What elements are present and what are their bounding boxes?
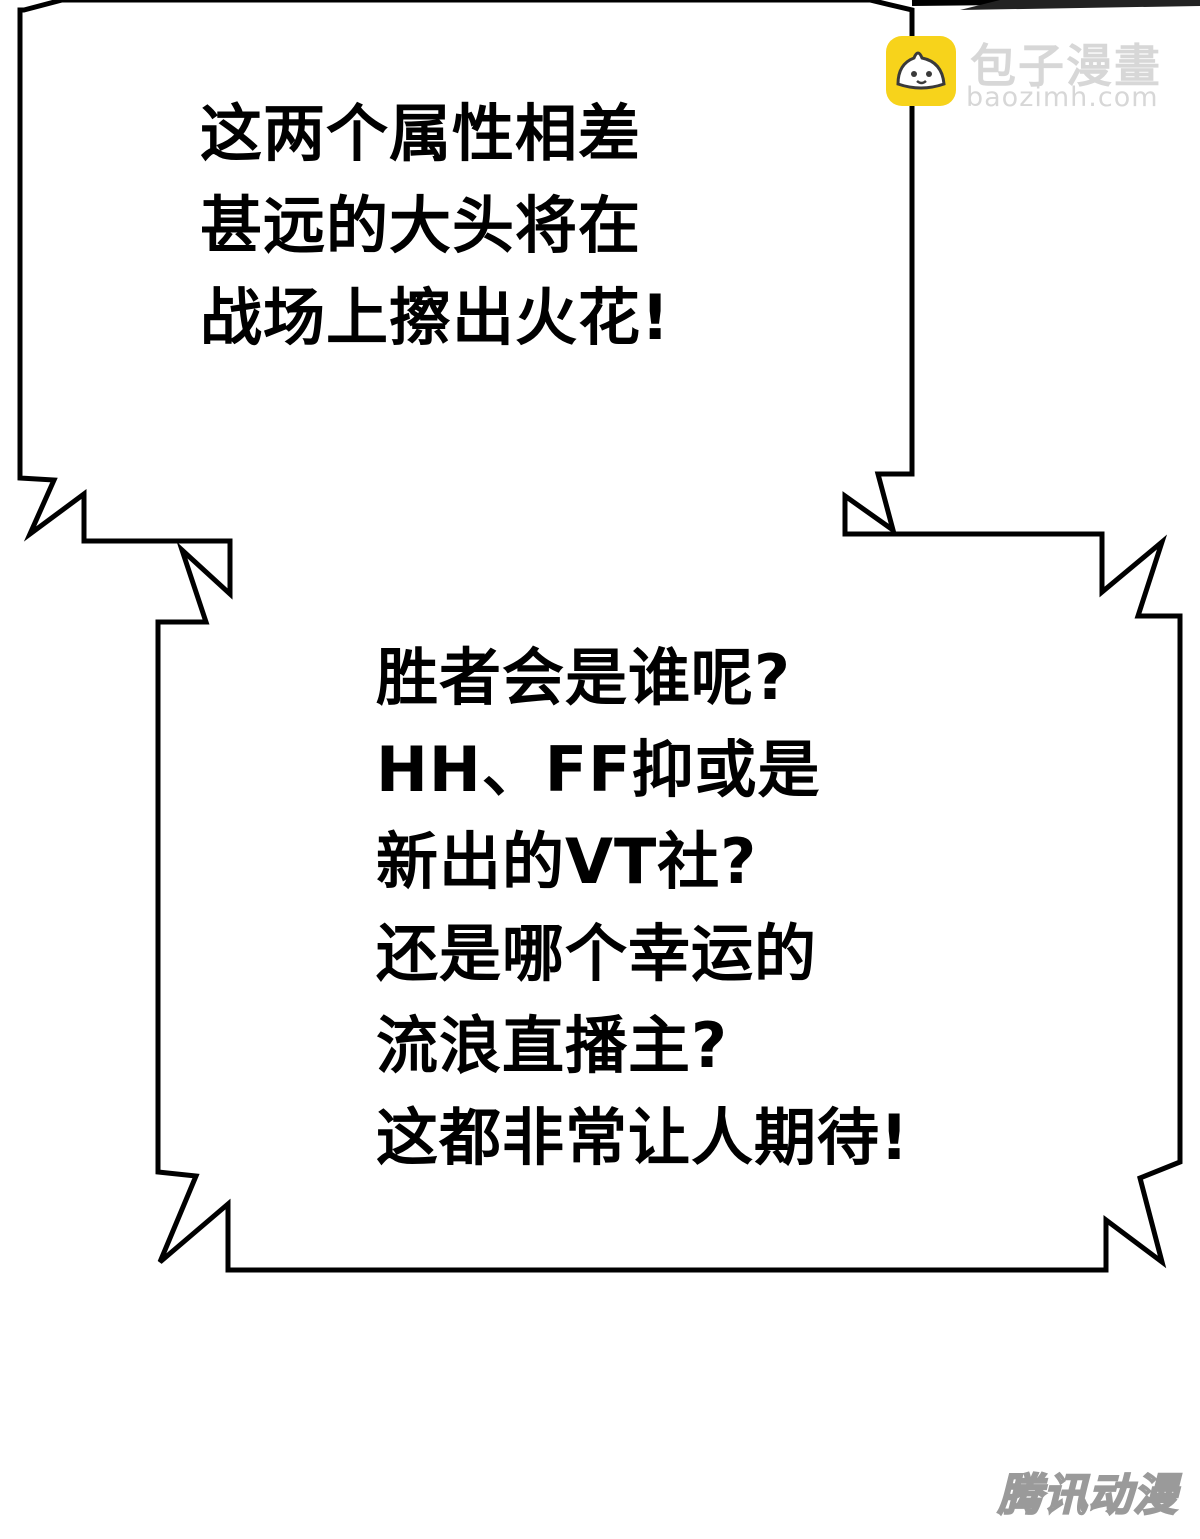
speech-bubble-1 <box>17 0 1183 1273</box>
bubble-1-line: 这两个属性相差 <box>200 97 642 170</box>
watermark-title: 包子漫畫 <box>970 39 1162 93</box>
bun-mascot-icon <box>886 36 956 106</box>
bubble-2-line: 新出的VT社? <box>376 825 758 898</box>
bubble-1-line: 战场上擦出火花! <box>200 281 671 354</box>
publisher-logo-text: 腾讯动漫 <box>997 1469 1178 1522</box>
tencent-comic-logo: 腾讯动漫 <box>990 1468 1186 1524</box>
speech-bubble-2-text: 胜者会是谁呢? HH、FF抑或是 新出的VT社? 还是哪个幸运的 流浪直播主? … <box>376 632 909 1184</box>
speech-bubble-1-text: 这两个属性相差 甚远的大头将在 战场上擦出火花! <box>200 88 670 364</box>
bubble-2-line: 这都非常让人期待! <box>376 1101 910 1174</box>
watermark-url: baozimh.com <box>966 82 1159 113</box>
bubble-2-line: 流浪直播主? <box>376 1009 728 1082</box>
bubble-2-line: 胜者会是谁呢? <box>376 641 791 714</box>
bubble-1-line: 甚远的大头将在 <box>200 189 642 262</box>
bubble-2-line: 还是哪个幸运的 <box>376 917 818 990</box>
top-right-panel-edge <box>911 0 1200 10</box>
bubble-2-line: HH、FF抑或是 <box>376 733 821 806</box>
baozimh-watermark: 包子漫畫 baozimh.com <box>884 34 1184 116</box>
